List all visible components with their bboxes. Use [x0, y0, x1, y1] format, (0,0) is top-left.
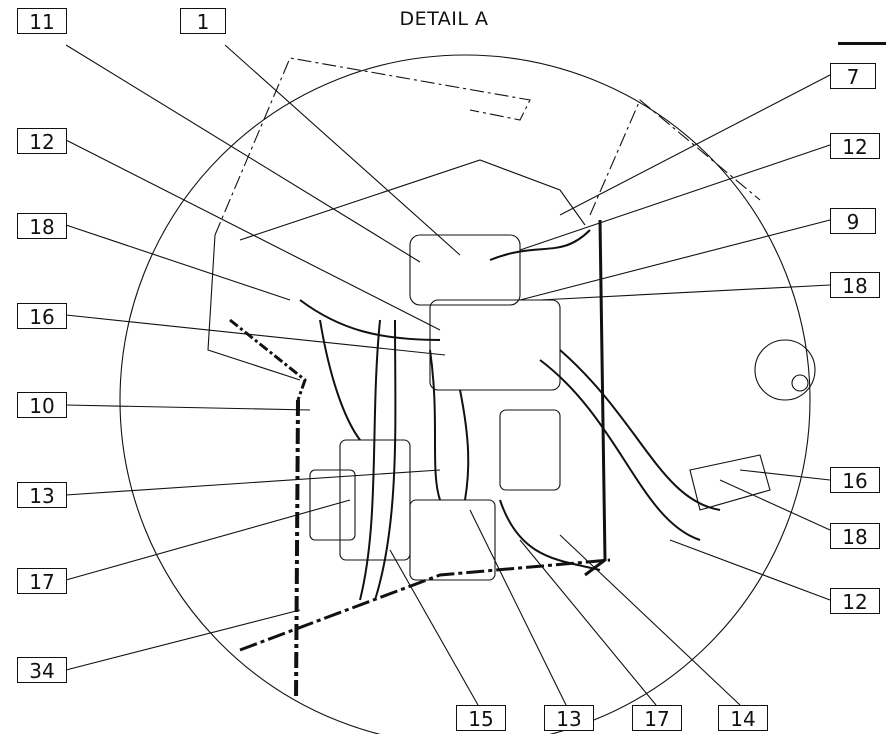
drawing-title-text: DETAIL A [399, 8, 489, 30]
hose-f [559, 349, 721, 511]
leader-16-right [739, 469, 831, 481]
callout-16-left: 16 [17, 303, 67, 329]
callout-17-left: 17 [17, 568, 67, 594]
callout-11: 11 [17, 8, 67, 34]
leader-34 [65, 609, 301, 671]
upper-valve-block [429, 299, 561, 391]
base-rail [239, 558, 611, 652]
left-plate-outline [207, 234, 301, 381]
callout-12-left: 12 [17, 128, 67, 154]
top-valve-block [409, 234, 521, 306]
leader-14 [559, 534, 741, 706]
hose-e [539, 359, 701, 541]
hose-a [359, 319, 381, 601]
callout-10: 10 [17, 392, 67, 418]
callout-34: 34 [17, 657, 67, 683]
leader-17-left [65, 499, 351, 581]
leader-18-right-top [539, 284, 831, 301]
leader-10 [65, 404, 311, 411]
leader-11 [65, 44, 421, 263]
hose-d [459, 389, 470, 501]
leader-9 [519, 219, 831, 301]
callout-12-right-top: 12 [830, 133, 880, 159]
left-valve-housing [339, 439, 411, 561]
callout-12-right-bottom: 12 [830, 588, 880, 614]
leader-18-left [65, 224, 291, 301]
callout-14: 14 [718, 705, 768, 731]
solenoid-coils [309, 469, 356, 541]
left-frame-bracket [229, 318, 307, 401]
leader-18-right-bottom [719, 479, 831, 531]
leader-12-right-bottom [669, 539, 831, 601]
callout-16-right: 16 [830, 467, 880, 493]
lower-manifold [409, 499, 496, 581]
title-rule [838, 42, 886, 45]
pulley-hub [791, 374, 809, 392]
callout-13-left: 13 [17, 482, 67, 508]
top-plate-outline [214, 57, 531, 236]
leader-16-left [65, 314, 446, 356]
leader-13-left [65, 469, 441, 496]
callout-15: 15 [456, 705, 506, 731]
right-frame-bar [584, 219, 607, 577]
callout-9: 9 [830, 208, 876, 234]
leader-13-bottom [469, 509, 567, 706]
leader-15 [389, 549, 479, 706]
frame-edge [239, 159, 586, 241]
leader-1 [224, 44, 461, 256]
callout-17-bottom: 17 [632, 705, 682, 731]
callout-13-bottom: 13 [544, 705, 594, 731]
leader-12-right-top [519, 144, 831, 251]
callout-1: 1 [180, 8, 226, 34]
leader-7 [559, 74, 831, 216]
hose-b [374, 319, 397, 601]
hose-i [489, 229, 591, 261]
hose-c [429, 349, 441, 501]
left-frame-bar [294, 399, 300, 701]
right-valve-stack [499, 409, 561, 491]
pulley-wheel [754, 339, 816, 401]
detail-circle [119, 54, 811, 734]
hose-g [299, 299, 441, 341]
drawing-title: DETAIL A [0, 8, 888, 30]
quick-coupler-group [689, 454, 771, 511]
callout-7: 7 [830, 63, 876, 89]
hose-j [499, 499, 601, 571]
callout-18-right-bottom: 18 [830, 523, 880, 549]
leader-12-left [65, 139, 441, 331]
hose-h [319, 319, 361, 441]
callout-18-right-top: 18 [830, 272, 880, 298]
callout-18-left: 18 [17, 213, 67, 239]
leader-17-bottom [519, 539, 657, 706]
right-bracket-outline [589, 99, 761, 216]
